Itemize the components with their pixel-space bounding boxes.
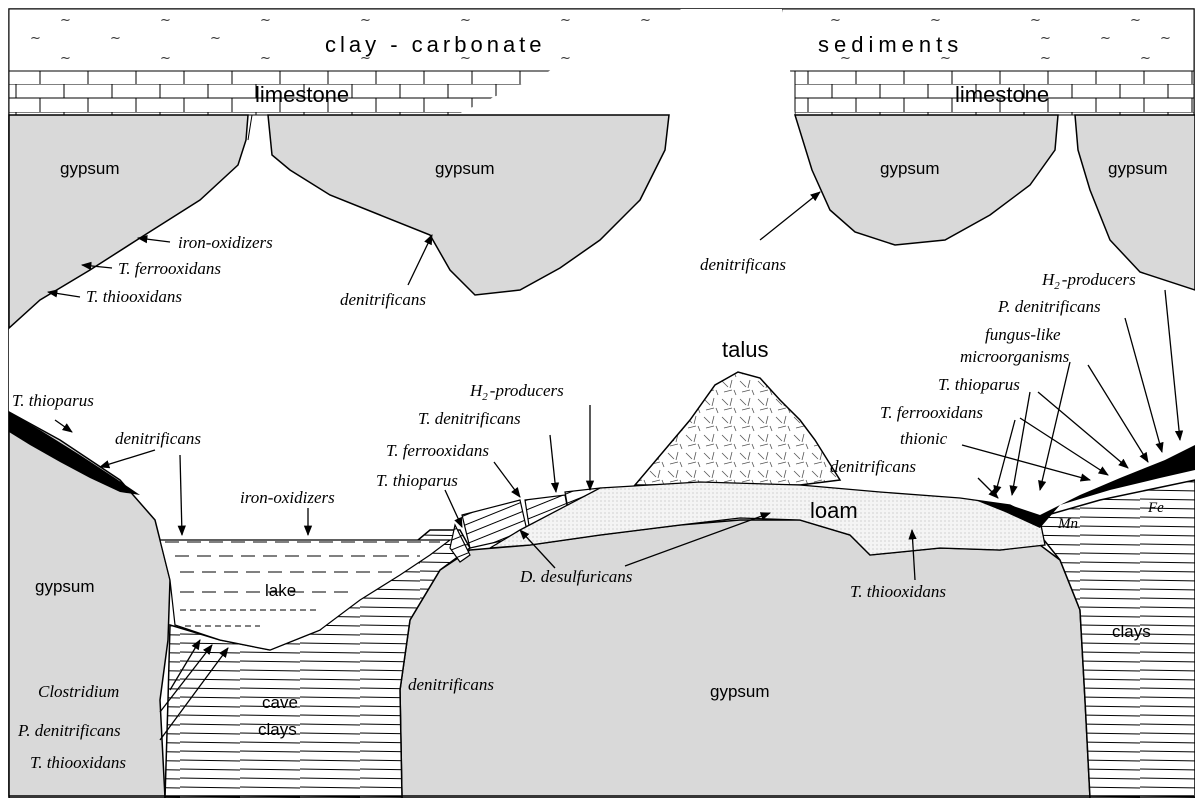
gypsum-floor — [400, 520, 1090, 798]
label-loam: loam — [810, 498, 858, 523]
label-right-thionic: thionic — [900, 429, 948, 448]
label-clostridium: Clostridium — [38, 682, 119, 701]
svg-text:~: ~ — [560, 13, 571, 28]
svg-text:~: ~ — [260, 13, 271, 28]
label-mn: Mn — [1057, 516, 1078, 532]
label-gypsum-bottom: gypsum — [710, 682, 770, 701]
svg-text:~: ~ — [60, 13, 71, 28]
svg-text:~: ~ — [110, 31, 121, 46]
label-gypsum-top-4: gypsum — [1108, 159, 1168, 178]
label-bottom-p-denitrificans: P. denitrificans — [17, 721, 121, 740]
label-d-desulfuricans: D. desulfuricans — [519, 567, 633, 586]
label-right-p-denitrificans: P. denitrificans — [997, 297, 1101, 316]
svg-text:~: ~ — [160, 51, 171, 66]
label-loam-t-thiooxidans: T. thiooxidans — [850, 582, 946, 601]
right-h2-rest: -producers — [1062, 270, 1136, 289]
label-clays: clays — [258, 720, 297, 739]
right-h2-sub: 2 — [1054, 280, 1060, 292]
h2-rest: -producers — [490, 381, 564, 400]
label-ceiling-t-ferrooxidans: T. ferrooxidans — [118, 259, 221, 278]
label-ceiling-t-thiooxidans: T. thiooxidans — [86, 287, 182, 306]
label-left-t-thioparus: T. thioparus — [12, 391, 94, 410]
label-sediments: sediments — [818, 32, 963, 57]
svg-text:~: ~ — [30, 31, 41, 46]
label-right-fungus-2: microorganisms — [960, 347, 1070, 366]
label-gypsum-top-3: gypsum — [880, 159, 940, 178]
svg-text:~: ~ — [260, 51, 271, 66]
label-ceiling-iron-oxidizers: iron-oxidizers — [178, 233, 273, 252]
svg-text:~: ~ — [160, 13, 171, 28]
svg-text:~: ~ — [1040, 31, 1051, 46]
label-floor-t-thioparus: T. thioparus — [376, 471, 458, 490]
svg-text:~: ~ — [1100, 31, 1111, 46]
svg-text:~: ~ — [1160, 31, 1171, 46]
label-bottom-denitrificans: denitrificans — [408, 675, 494, 694]
label-gypsum-top-1: gypsum — [60, 159, 120, 178]
svg-text:~: ~ — [1040, 51, 1051, 66]
label-limestone-right: limestone — [955, 82, 1049, 107]
label-ceiling-denitrificans-1: denitrificans — [340, 290, 426, 309]
label-talus: talus — [722, 337, 768, 362]
label-floor-t-denitrificans: T. denitrificans — [418, 409, 521, 428]
label-right-t-thioparus: T. thioparus — [938, 375, 1020, 394]
label-floor-t-ferrooxidans: T. ferrooxidans — [386, 441, 489, 460]
label-right-denitrificans: denitrificans — [830, 457, 916, 476]
svg-text:~: ~ — [1140, 51, 1151, 66]
svg-text:~: ~ — [930, 13, 941, 28]
label-gypsum-top-2: gypsum — [435, 159, 495, 178]
svg-text:~: ~ — [1130, 13, 1141, 28]
label-fe: Fe — [1147, 500, 1164, 516]
label-right-fungus-1: fungus-like — [985, 325, 1061, 344]
svg-text:~: ~ — [830, 13, 841, 28]
label-clays-right: clays — [1112, 622, 1151, 641]
label-ceiling-denitrificans-2: denitrificans — [700, 255, 786, 274]
svg-text:~: ~ — [210, 31, 221, 46]
label-lake: lake — [265, 581, 296, 600]
label-lake-iron-oxidizers: iron-oxidizers — [240, 488, 335, 507]
label-bottom-t-thiooxidans: T. thiooxidans — [30, 753, 126, 772]
svg-text:~: ~ — [460, 13, 471, 28]
label-cave: cave — [262, 693, 298, 712]
label-right-t-ferrooxidans: T. ferrooxidans — [880, 403, 983, 422]
svg-text:~: ~ — [1030, 13, 1041, 28]
label-left-denitrificans: denitrificans — [115, 429, 201, 448]
label-limestone-left: limestone — [255, 82, 349, 107]
h2-sub: 2 — [482, 391, 488, 403]
svg-text:~: ~ — [60, 51, 71, 66]
label-clay-carbonate: clay - carbonate — [325, 32, 546, 57]
label-gypsum-left: gypsum — [35, 577, 95, 596]
svg-text:~: ~ — [360, 13, 371, 28]
